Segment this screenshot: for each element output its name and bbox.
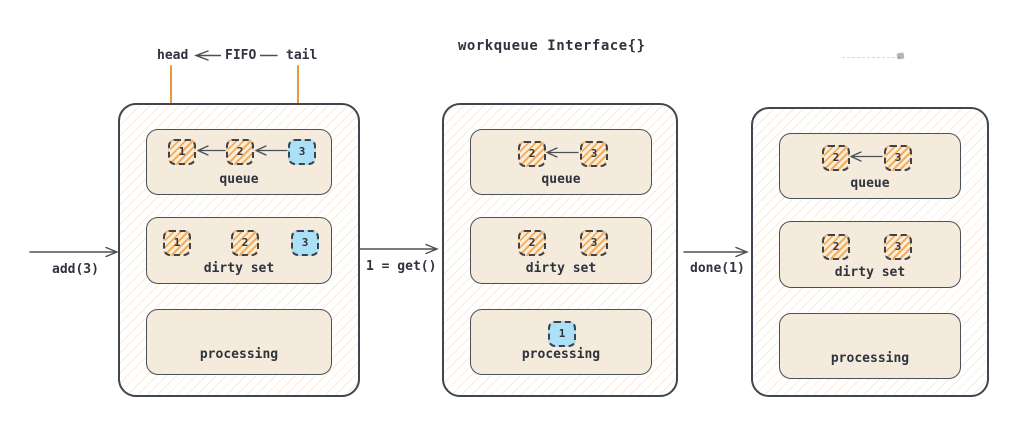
workqueue-state-panel-3: 2 3 queue 2 3 dirty set processing <box>751 107 989 397</box>
add-transition-label: add(3) <box>52 262 99 277</box>
get-transition-label: 1 = get() <box>366 259 437 274</box>
dirty-set-item: 3 <box>580 230 608 256</box>
queue-item: 3 <box>288 139 316 165</box>
diagram-title: workqueue Interface{} <box>458 38 646 54</box>
dirty-set-item: 2 <box>231 230 259 256</box>
dirty-set-section: 2 3 dirty set <box>470 217 652 284</box>
processing-section-label: processing <box>830 351 910 366</box>
processing-section: 1 processing <box>470 309 652 375</box>
processing-item: 1 <box>548 321 576 347</box>
processing-section-label: processing <box>521 347 601 362</box>
fifo-label: FIFO <box>221 48 261 63</box>
queue-item: 3 <box>884 145 912 171</box>
processing-section: processing <box>779 313 961 379</box>
tail-label: tail <box>286 48 318 63</box>
add-transition-arrow-icon <box>29 246 119 258</box>
queue-link-arrow-icon <box>849 151 883 162</box>
dirty-set-section: 1 2 3 dirty set <box>146 217 332 284</box>
dirty-set-item: 2 <box>518 230 546 256</box>
head-label: head <box>157 48 189 63</box>
queue-item: 2 <box>518 141 546 167</box>
queue-item: 3 <box>580 141 608 167</box>
workqueue-state-panel-2: 2 3 queue 2 3 dirty set 1 processing <box>442 103 678 397</box>
queue-section-label: queue <box>219 172 259 187</box>
dirty-set-item: 1 <box>163 230 191 256</box>
dirty-set-item: 2 <box>822 234 850 260</box>
dirty-set-section: 2 3 dirty set <box>779 221 961 288</box>
workqueue-state-panel-1: 1 2 3 queue 1 2 3 dirty set processing <box>118 103 360 397</box>
queue-section-label: queue <box>850 176 890 191</box>
queue-link-arrow-icon <box>196 145 226 156</box>
dirty-set-section-label: dirty set <box>525 261 597 276</box>
queue-link-arrow-icon <box>545 147 579 158</box>
queue-item: 1 <box>168 139 196 165</box>
dirty-set-section-label: dirty set <box>203 261 275 276</box>
processing-section-label: processing <box>199 347 279 362</box>
queue-section: 2 3 queue <box>470 129 652 195</box>
dirty-set-section-label: dirty set <box>834 265 906 280</box>
queue-section: 2 3 queue <box>779 133 961 199</box>
queue-item: 2 <box>226 139 254 165</box>
dirty-set-item: 3 <box>884 234 912 260</box>
queue-section-label: queue <box>541 172 581 187</box>
done-transition-arrow-icon <box>683 246 749 258</box>
processing-section: processing <box>146 309 332 375</box>
get-transition-arrow-icon <box>357 243 439 255</box>
faint-artifact-speck <box>896 52 905 60</box>
queue-section: 1 2 3 queue <box>146 129 332 195</box>
queue-link-arrow-icon <box>254 145 288 156</box>
done-transition-label: done(1) <box>690 261 745 276</box>
dirty-set-item: 3 <box>291 230 319 256</box>
queue-item: 2 <box>822 145 850 171</box>
faint-artifact-line <box>842 57 900 58</box>
